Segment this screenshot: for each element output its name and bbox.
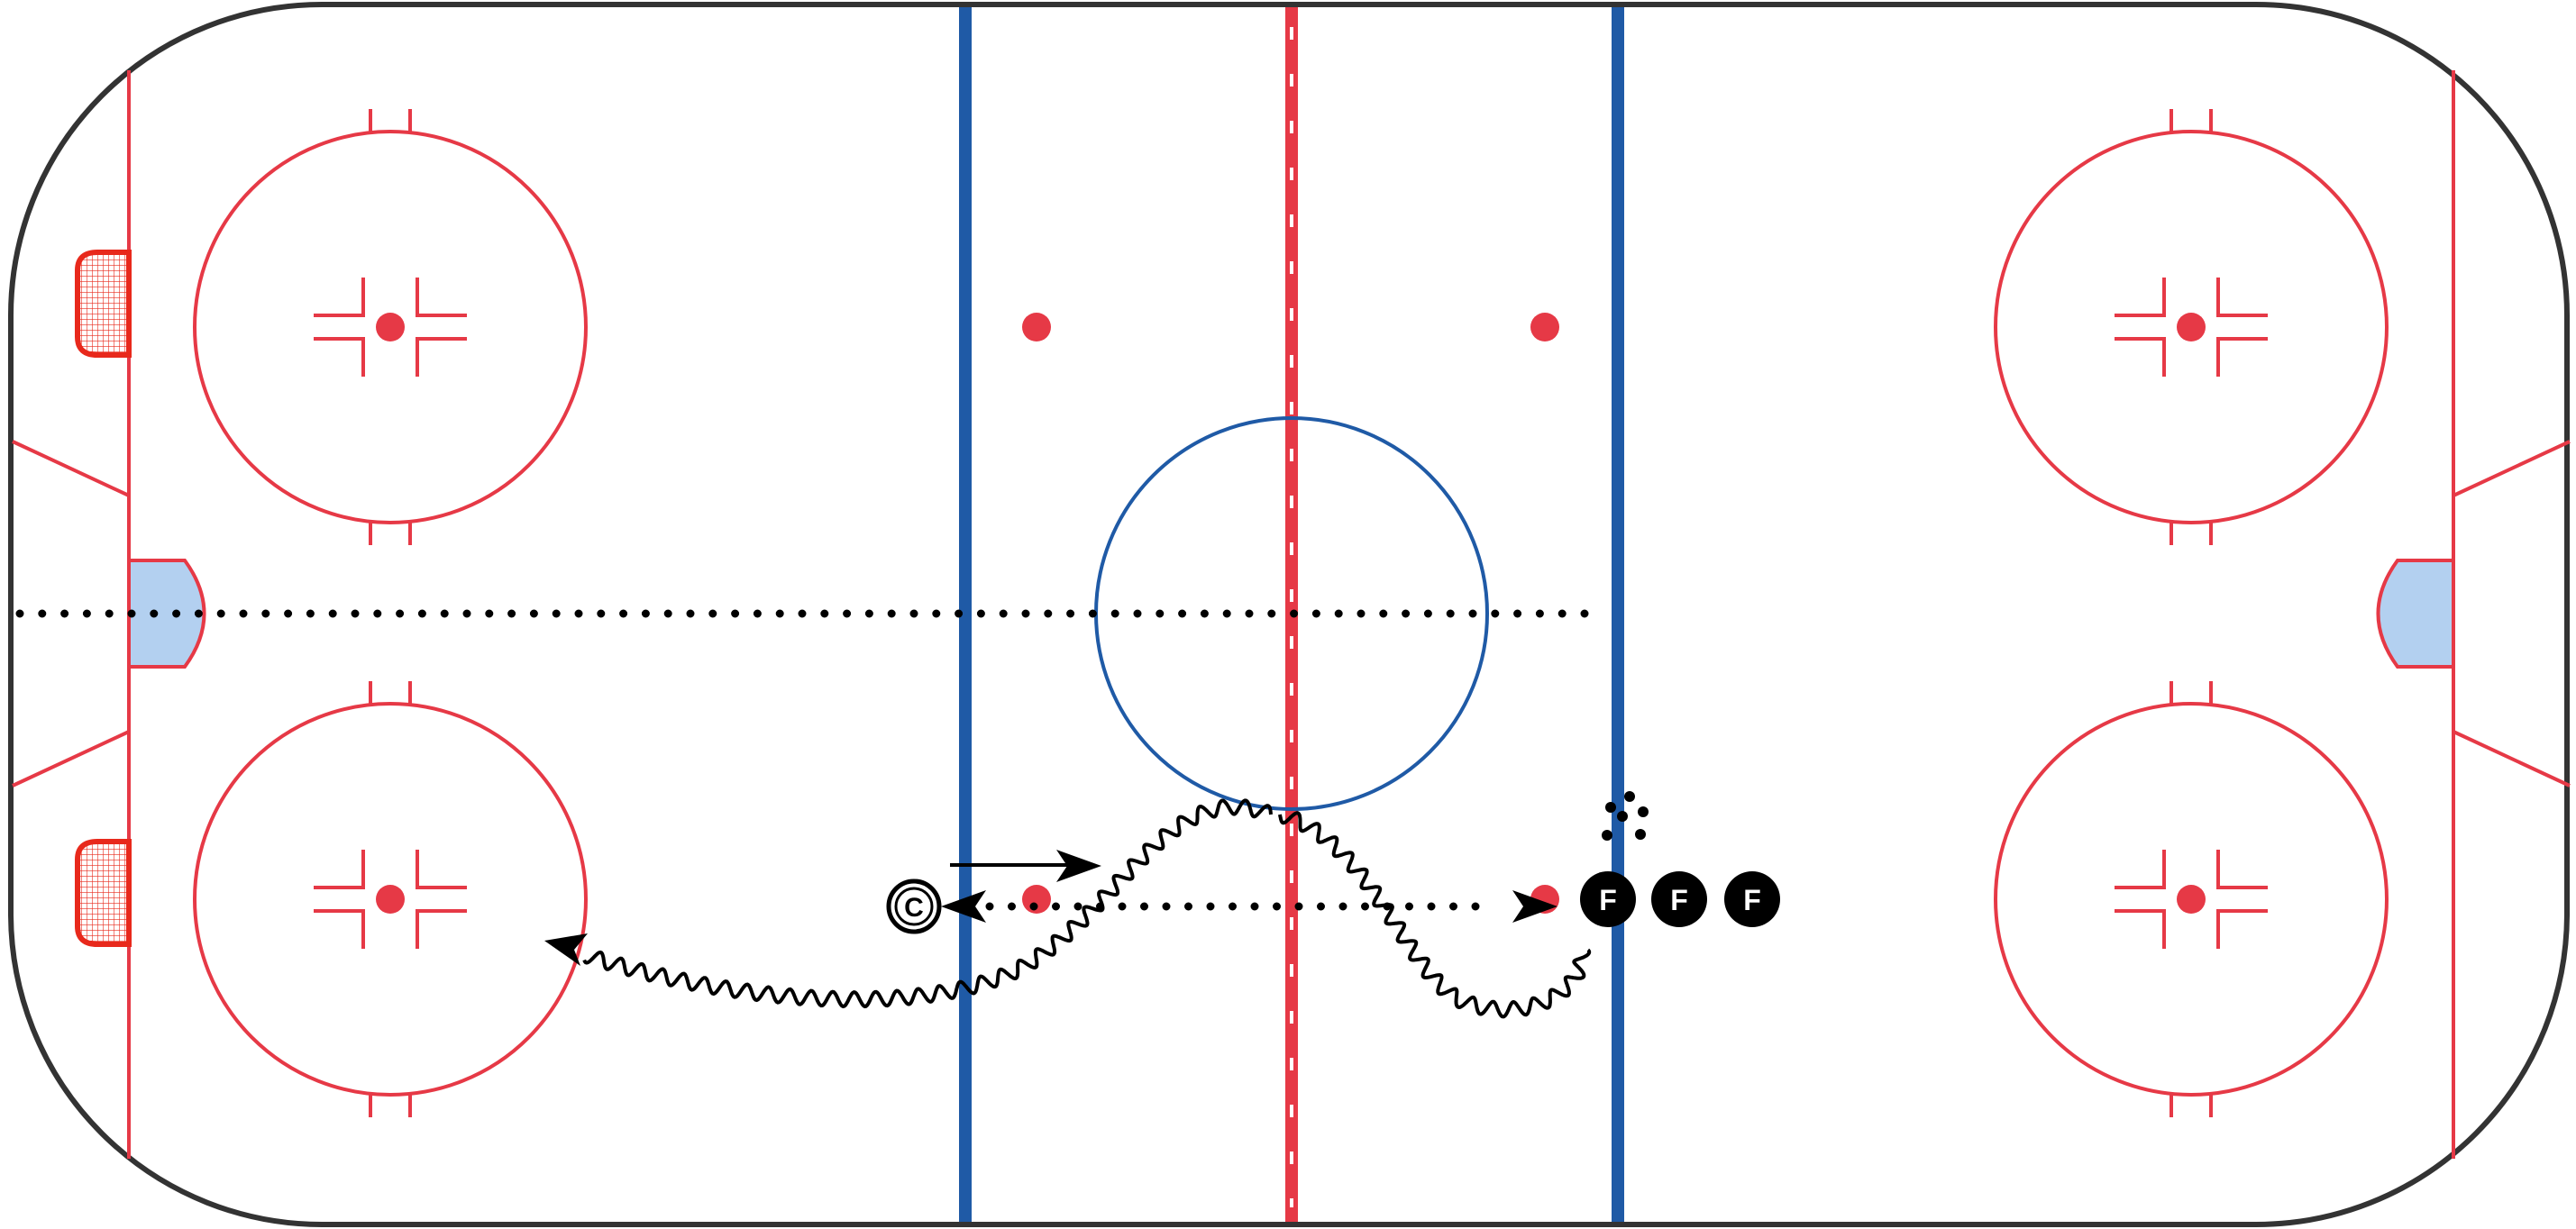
faceoff-circle-bottom-left: [193, 681, 588, 1117]
coach-label: C: [904, 893, 924, 923]
goal-net-bottom: [75, 839, 132, 947]
skate-arrowhead-left: [544, 933, 588, 966]
puck: [1635, 829, 1646, 840]
puck-pile: [1602, 791, 1649, 841]
trapezoid-left: [12, 440, 130, 787]
player-forward-1[interactable]: F: [1580, 871, 1636, 927]
puck: [1638, 806, 1649, 817]
player-label: F: [1599, 884, 1617, 916]
player-forward-2[interactable]: F: [1651, 871, 1707, 927]
faceoff-circle-top-left: [193, 109, 588, 545]
neutral-dot-bottom-left: [1022, 885, 1051, 914]
coach-marker[interactable]: C: [886, 879, 942, 934]
faceoff-circle-bottom-right: [1994, 681, 2389, 1117]
neutral-dot-top-left: [1022, 313, 1051, 341]
puck: [1605, 802, 1616, 813]
puck: [1624, 791, 1635, 802]
skate-with-puck-path: [582, 798, 1273, 1009]
player-label: F: [1670, 884, 1688, 916]
trapezoid-right: [2453, 440, 2571, 787]
puck: [1602, 830, 1612, 841]
goal-crease-right: [2376, 559, 2455, 669]
neutral-dot-top-right: [1530, 313, 1559, 341]
skate-arrowhead-right: [1056, 850, 1101, 882]
skate-return-path: [1278, 811, 1592, 1019]
player-forward-3[interactable]: F: [1724, 871, 1780, 927]
puck: [1617, 811, 1628, 822]
goal-crease-left: [127, 559, 206, 669]
pass-arrowhead-left: [941, 890, 986, 923]
faceoff-circle-top-right: [1994, 109, 2389, 545]
player-label: F: [1743, 884, 1761, 916]
goal-net-top: [75, 250, 132, 358]
pass-arrowhead-right: [1512, 890, 1557, 923]
